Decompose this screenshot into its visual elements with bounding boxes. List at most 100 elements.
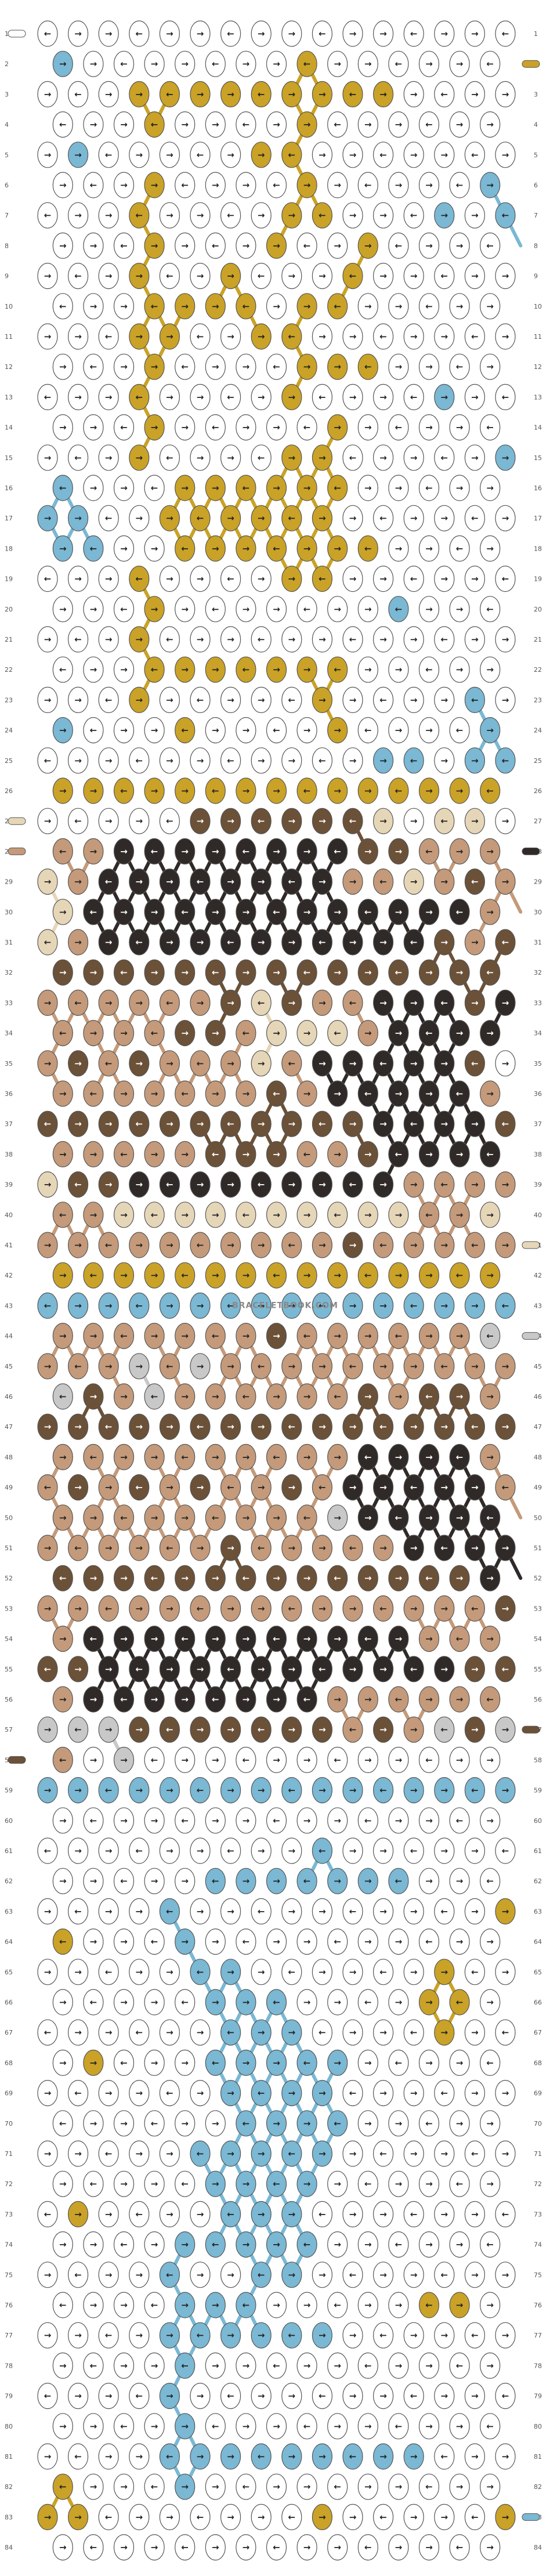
knot: ←: [98, 142, 119, 168]
knot: →: [144, 777, 165, 804]
row-label: 43: [5, 1302, 13, 1309]
knot-arrow-icon: ←: [227, 574, 234, 584]
knot: →: [190, 2080, 211, 2107]
knot-oval: [190, 20, 211, 47]
knot-arrow-icon: ←: [90, 543, 97, 553]
knot-arrow-icon: →: [44, 1543, 52, 1553]
knot-oval: [190, 142, 211, 168]
knot-arrow-icon: →: [364, 2300, 372, 2310]
knot: →: [296, 1929, 317, 1955]
knot-arrow-icon: ←: [166, 2451, 173, 2462]
knot-arrow-icon: ←: [273, 180, 280, 190]
knot: →: [434, 686, 455, 714]
knot: ←: [220, 1837, 241, 1864]
knot: ←: [372, 1050, 394, 1077]
knot: →: [98, 808, 119, 834]
knot: →: [190, 263, 211, 290]
knot-arrow-icon: →: [456, 967, 464, 978]
knot: →: [37, 1595, 58, 1622]
knot: →: [403, 2080, 424, 2107]
knot: ←: [388, 1686, 409, 1713]
row-label: 1: [534, 30, 538, 38]
knot-arrow-icon: ←: [456, 1997, 464, 2007]
knot: →: [495, 263, 516, 290]
knot: →: [480, 1989, 501, 2016]
knot: →: [190, 2201, 211, 2227]
knot: →: [83, 2413, 104, 2440]
knot: →: [175, 2049, 196, 2076]
knot: ←: [372, 323, 394, 350]
knot: →: [98, 1535, 119, 1561]
knot-arrow-icon: →: [273, 604, 280, 614]
knot: →: [449, 596, 470, 623]
knot-arrow-icon: →: [120, 180, 128, 190]
knot: ←: [357, 1080, 378, 1107]
knot: ←: [52, 1383, 73, 1410]
knot: →: [388, 1080, 409, 1107]
knot-arrow-icon: →: [273, 1937, 280, 1947]
knot-arrow-icon: →: [136, 1180, 143, 1190]
knot-arrow-icon: →: [120, 907, 128, 917]
knot-arrow-icon: →: [273, 1331, 280, 1341]
knot-arrow-icon: ←: [441, 634, 448, 645]
knot: →: [205, 717, 226, 744]
knot-arrow-icon: →: [197, 1906, 204, 1916]
knot: →: [220, 808, 241, 834]
knot: →: [251, 1474, 272, 1501]
knot-arrow-icon: →: [227, 2270, 234, 2280]
knot: →: [281, 2443, 302, 2470]
knot: →: [449, 1141, 470, 1168]
knot-arrow-icon: →: [181, 846, 189, 856]
knot: →: [403, 808, 424, 834]
knot-arrow-icon: ←: [258, 2088, 265, 2099]
knot: ←: [159, 2262, 180, 2288]
knot-arrow-icon: →: [486, 1028, 494, 1039]
knot: ←: [37, 202, 58, 229]
row-label: 26: [5, 787, 13, 795]
knot-arrow-icon: ←: [410, 1300, 418, 1311]
knot: →: [418, 1686, 440, 1713]
knot: →: [83, 1686, 104, 1713]
knot: ←: [175, 2534, 196, 2561]
knot-arrow-icon: ←: [151, 1754, 158, 1765]
knot: ←: [342, 989, 363, 1016]
knot-arrow-icon: →: [243, 240, 250, 251]
knot-arrow-icon: ←: [410, 392, 418, 402]
knot: →: [388, 1626, 409, 1652]
knot-arrow-icon: ←: [303, 422, 311, 433]
knot: →: [236, 232, 256, 259]
knot: →: [266, 2110, 287, 2137]
knot-arrow-icon: ←: [181, 1452, 189, 1462]
knot-arrow-icon: →: [90, 2057, 97, 2068]
knot: →: [220, 1232, 241, 1258]
knot: ←: [296, 414, 317, 441]
knot-arrow-icon: →: [456, 2057, 464, 2068]
knot: →: [342, 1413, 363, 1440]
knot: →: [266, 777, 287, 804]
knot-arrow-icon: →: [334, 725, 341, 736]
knot: →: [403, 1777, 424, 1804]
knot: →: [144, 899, 165, 925]
knot: →: [372, 808, 394, 834]
knot: ←: [52, 111, 73, 138]
knot-arrow-icon: →: [243, 1513, 250, 1523]
knot: →: [205, 656, 226, 683]
row-label: 17: [5, 515, 13, 522]
knot: →: [113, 2352, 135, 2379]
knot: →: [449, 2473, 470, 2500]
knot: →: [342, 142, 363, 168]
knot-arrow-icon: →: [120, 483, 128, 493]
knot-arrow-icon: →: [486, 1391, 494, 1402]
knot: →: [312, 1050, 333, 1077]
knot: →: [144, 1443, 165, 1470]
knot: ←: [129, 747, 150, 774]
knot-arrow-icon: →: [364, 786, 372, 796]
knot: →: [449, 1565, 470, 1591]
knot: ←: [296, 959, 317, 986]
knot: →: [312, 868, 333, 895]
knot-arrow-icon: →: [502, 150, 509, 160]
knot-arrow-icon: →: [151, 1634, 158, 1644]
knot-arrow-icon: ←: [425, 2118, 433, 2129]
knot-arrow-icon: →: [227, 1180, 234, 1190]
